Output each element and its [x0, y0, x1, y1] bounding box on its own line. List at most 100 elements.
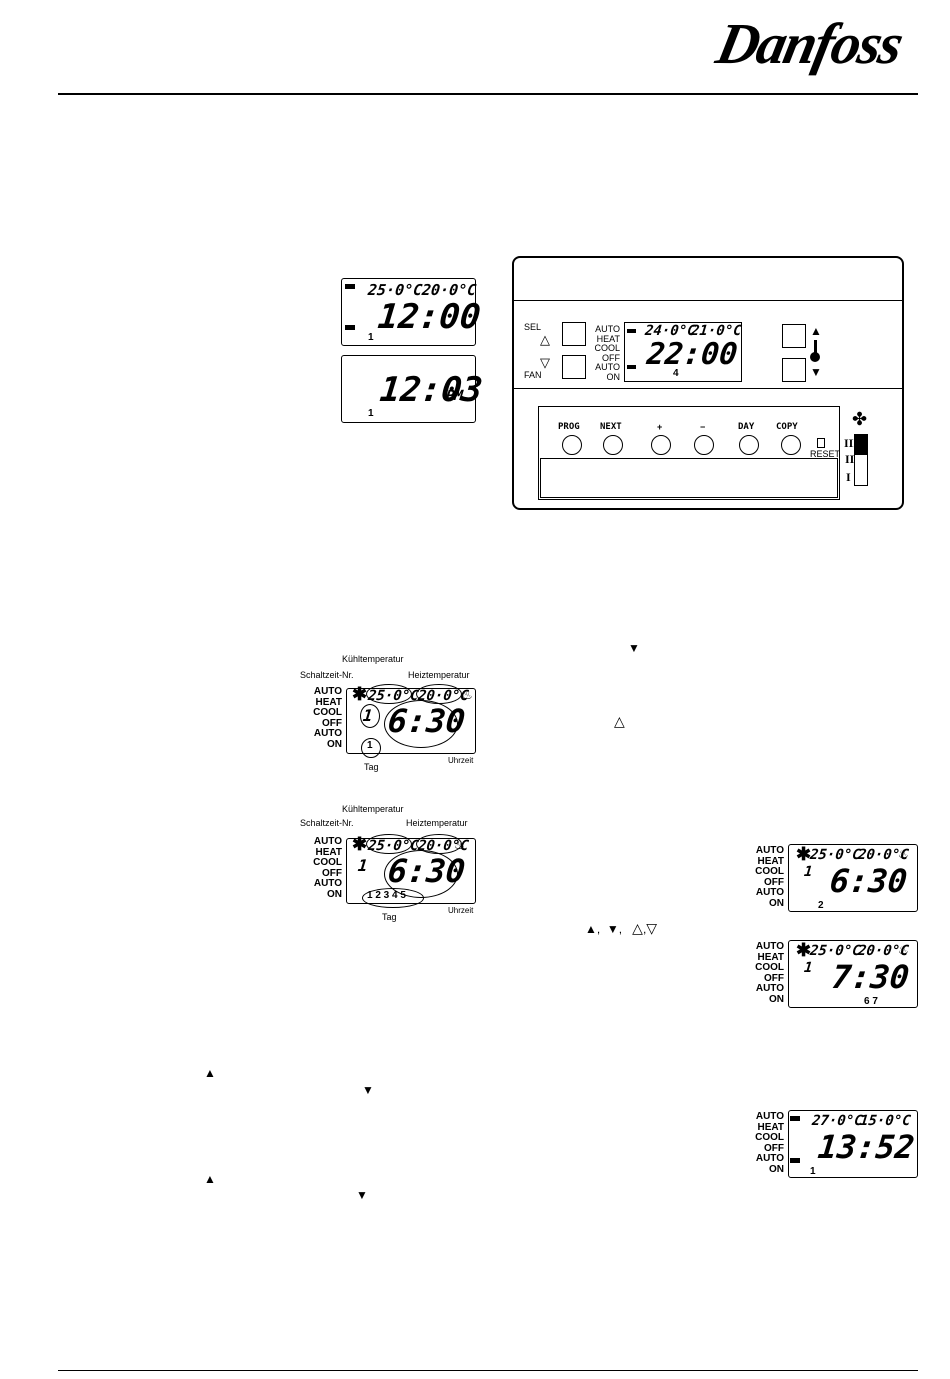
- comma: ,: [642, 922, 647, 936]
- mode-off: OFF: [764, 1142, 784, 1154]
- flame-icon: ♨: [898, 847, 909, 861]
- fan-slider-knob[interactable]: [855, 435, 867, 455]
- label-day: Tag: [364, 762, 379, 772]
- prog-button[interactable]: [562, 435, 582, 455]
- mode-heat: HEAT: [757, 951, 784, 963]
- cool-temperature: 25·0°C: [809, 847, 862, 863]
- sel-key[interactable]: [562, 322, 586, 346]
- fan-icon: ✤: [852, 409, 868, 429]
- mode-list: AUTO HEAT COOL OFF AUTO ON: [748, 1111, 784, 1176]
- label-program-number: Schaltzeit-Nr.: [300, 818, 354, 828]
- device-divider: [514, 388, 902, 389]
- up-filled-triangle-icon: ▲: [585, 922, 597, 936]
- mode-on: ON: [327, 738, 342, 750]
- clock-time: 22:00: [645, 337, 740, 372]
- reset-hole[interactable]: [817, 438, 825, 448]
- down-open-triangle-icon: ▽: [646, 920, 658, 936]
- arrow-key-group: ▲, ▼, △,▽: [585, 920, 657, 937]
- next-button[interactable]: [603, 435, 623, 455]
- mode-off: OFF: [764, 876, 784, 888]
- mode-cool: COOL: [755, 962, 784, 974]
- label-cool-temperature: Kühltemperatur: [342, 804, 404, 814]
- day-label: DAY: [738, 422, 755, 432]
- day-number: 4: [673, 368, 679, 379]
- sel-label: SEL: [524, 322, 542, 332]
- label-program-number: Schaltzeit-Nr.: [300, 670, 354, 680]
- thermometer-icon: [814, 340, 817, 354]
- lcd-frame: [788, 1110, 918, 1178]
- program-number: 1: [357, 856, 369, 875]
- mode-cool: COOL: [594, 343, 620, 353]
- cover-flap: [540, 458, 838, 498]
- snowflake-icon: ✱: [796, 940, 812, 960]
- lcd-display-12-03: 12:03 PM 1: [341, 355, 484, 423]
- label-time: Uhrzeit: [448, 756, 474, 765]
- cool-temperature: 25·0°C: [809, 943, 862, 959]
- lcd-display-day2: AUTO HEAT COOL OFF AUTO ON ✱ 25·0°C 20·0…: [748, 844, 920, 914]
- mode-auto-fan: AUTO: [313, 728, 342, 740]
- lcd-diagram-single-day: Kühltemperatur Schaltzeit-Nr. Heiztemper…: [296, 654, 486, 774]
- down-open-triangle-icon: ▽: [540, 355, 550, 370]
- reset-label: RESET: [810, 449, 841, 459]
- indicator-bar: [790, 1158, 800, 1163]
- mode-auto: AUTO: [755, 1111, 784, 1122]
- comma: ,: [618, 922, 623, 936]
- up-open-triangle-icon: △: [614, 713, 625, 729]
- clock-time: 13:52: [816, 1128, 917, 1166]
- mode-heat: HEAT: [315, 696, 342, 708]
- day-marker: [362, 888, 424, 908]
- mode-on: ON: [327, 888, 342, 900]
- up-filled-triangle-icon: ▲: [204, 1172, 216, 1186]
- indicator-bar: [627, 365, 636, 369]
- snowflake-icon: ✱: [352, 684, 368, 704]
- day-number: 2: [818, 900, 824, 911]
- mode-list-bottom: AUTO ON: [588, 362, 621, 382]
- lcd-display-12-00: 25·0°C 20·0°C 12:00 1: [341, 278, 482, 346]
- clock-time: 7:30: [830, 958, 912, 996]
- temp-up-key[interactable]: [782, 324, 806, 348]
- mode-on: ON: [769, 897, 784, 909]
- minus-button[interactable]: [694, 435, 714, 455]
- cool-temp-marker: [366, 684, 412, 704]
- copy-label: COPY: [776, 422, 798, 432]
- mode-off: OFF: [764, 972, 784, 984]
- label-heat-temperature: Heiztemperatur: [408, 670, 470, 680]
- label-heat-temperature: Heiztemperatur: [406, 818, 468, 828]
- next-label: NEXT: [600, 422, 622, 432]
- mode-heat: HEAT: [757, 855, 784, 867]
- copy-button[interactable]: [781, 435, 801, 455]
- mode-off: OFF: [602, 352, 620, 363]
- up-open-triangle-icon: △: [540, 332, 550, 347]
- indicator-bar: [790, 1116, 800, 1121]
- mode-on: ON: [606, 371, 621, 382]
- day-number: 1: [810, 1166, 816, 1177]
- fan-label: FAN: [524, 370, 542, 380]
- label-cool-temperature: Kühltemperatur: [342, 654, 404, 664]
- fan-speed-slider[interactable]: [854, 434, 868, 486]
- mode-cool: COOL: [755, 866, 784, 878]
- mode-heat: HEAT: [315, 846, 342, 858]
- mode-cool: COOL: [313, 707, 342, 719]
- time-marker: [384, 700, 458, 748]
- temp-down-key[interactable]: [782, 358, 806, 382]
- clock-time: 12:00: [375, 297, 483, 337]
- down-filled-triangle-icon: ▼: [810, 365, 822, 379]
- label-time: Uhrzeit: [448, 906, 474, 915]
- lcd-frame: [788, 940, 918, 1008]
- day-button[interactable]: [739, 435, 759, 455]
- thermometer-bulb-icon: [810, 352, 820, 362]
- plus-button[interactable]: [651, 435, 671, 455]
- mode-auto: AUTO: [595, 324, 620, 334]
- thermostat-device: SEL △ ▽ FAN AUTO HEAT COOL OFF AUTO ON 2…: [512, 256, 904, 510]
- fan-key[interactable]: [562, 355, 586, 379]
- minus-label: −: [700, 422, 706, 432]
- button-panel: [538, 406, 840, 500]
- label-day: Tag: [382, 912, 397, 922]
- header-rule: [58, 93, 918, 95]
- comma: ,: [596, 922, 601, 936]
- down-filled-triangle-icon: ▼: [356, 1188, 368, 1202]
- day-number: 1: [368, 332, 374, 343]
- mode-on: ON: [769, 993, 784, 1005]
- footer-rule: [58, 1370, 918, 1371]
- up-filled-triangle-icon: ▲: [810, 324, 822, 338]
